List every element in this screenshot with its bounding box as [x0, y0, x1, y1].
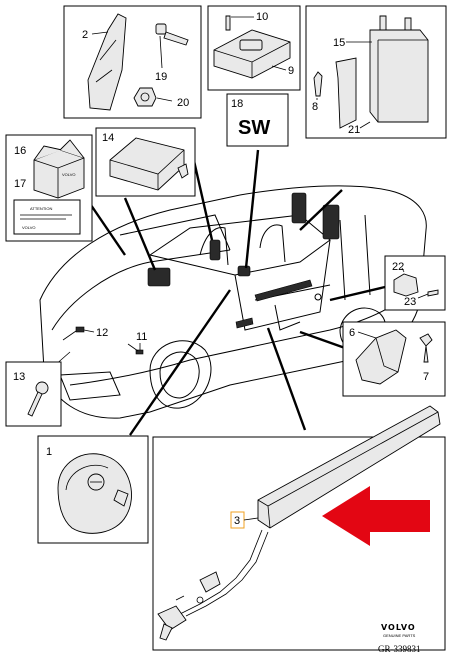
- callout-13: 13: [13, 371, 25, 383]
- callout-7: 7: [423, 371, 429, 383]
- callout-20: 20: [177, 97, 189, 109]
- panel-18-software: 18 SW: [226, 93, 289, 147]
- panel-16-17: VOLVO ATTENTION VOLVO 16 17: [5, 134, 93, 242]
- panel-2-19-20: 2 19 20: [63, 5, 202, 119]
- callout-9: 9: [288, 65, 294, 77]
- callout-10: 10: [256, 11, 268, 23]
- callout-17: 17: [14, 178, 26, 190]
- leader-lines: [53, 149, 386, 436]
- callout-15: 15: [333, 37, 345, 49]
- panel-13: 13: [5, 361, 62, 427]
- panel-9-10: 10 9: [207, 5, 301, 91]
- callout-12: 12: [96, 327, 108, 339]
- callout-23: 23: [404, 296, 416, 308]
- logo-subtitle: GENUINE PARTS: [383, 633, 416, 638]
- callout-21: 21: [348, 124, 360, 136]
- panel-3-curtain-airbag: 3: [152, 405, 446, 651]
- car-callouts: 12 11: [83, 327, 147, 350]
- callout-2: 2: [82, 29, 88, 41]
- panel-8-15-21: 15 8 21: [305, 5, 447, 139]
- car-illustration: [39, 185, 427, 419]
- panel-22-23: 22 23: [384, 255, 446, 311]
- callout-11: 11: [136, 331, 147, 343]
- callout-8: 8: [312, 101, 318, 113]
- kit-box-text: VOLVO: [62, 172, 76, 177]
- red-arrow-icon: [322, 486, 430, 546]
- attention-heading: ATTENTION: [30, 206, 52, 211]
- volvo-logo: VOLVO GENUINE PARTS: [381, 623, 416, 638]
- callout-18: 18: [231, 98, 243, 110]
- callout-19: 19: [155, 71, 167, 83]
- reference-code: GR-339831: [378, 644, 421, 654]
- callout-1: 1: [46, 446, 52, 458]
- attention-brand: VOLVO: [22, 225, 36, 230]
- panel-14: 14: [95, 127, 196, 197]
- callout-16: 16: [14, 145, 26, 157]
- panel-1-steering-airbag: 1: [37, 435, 149, 544]
- software-label: SW: [238, 117, 270, 139]
- callout-6: 6: [349, 327, 355, 339]
- callout-3: 3: [234, 515, 240, 527]
- callout-22: 22: [392, 261, 404, 273]
- callout-14: 14: [102, 132, 114, 144]
- panel-6-7: 6 7: [342, 321, 446, 397]
- logo-brand: VOLVO: [381, 623, 416, 632]
